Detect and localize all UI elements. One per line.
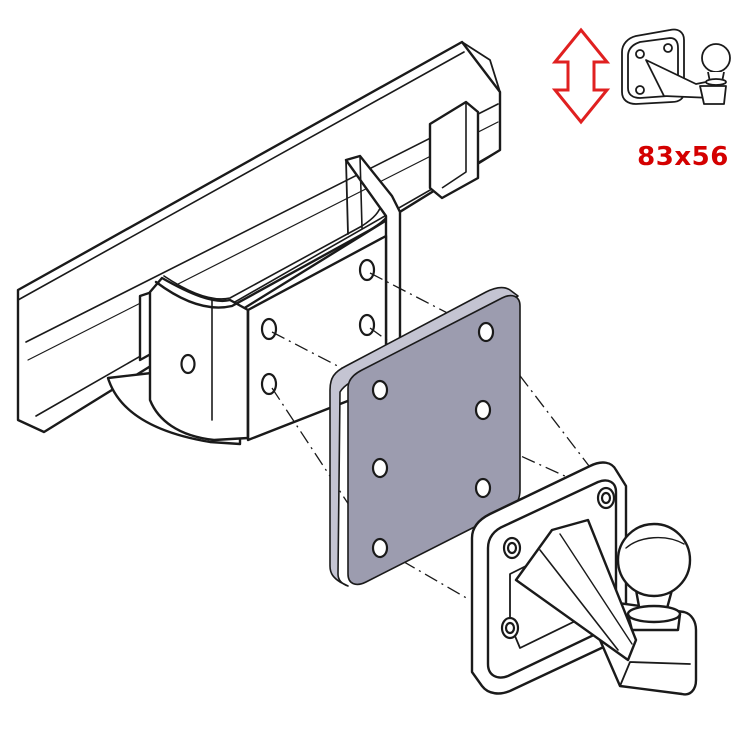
dimension-label: 83x56 <box>637 142 729 172</box>
hitch-bolt-holes <box>500 486 616 640</box>
plate-hole <box>371 537 389 559</box>
double-vertical-arrow-icon <box>551 27 611 125</box>
bracket-hole <box>358 313 376 337</box>
vehicle-frame-crossbar <box>16 40 502 434</box>
plate-hole <box>477 321 495 343</box>
beam-slot <box>428 100 480 200</box>
plate-hole <box>371 379 389 401</box>
tow-ball-hitch <box>470 461 698 696</box>
bracket-hole <box>358 258 376 282</box>
plate-hole <box>474 399 492 421</box>
hitch-hole <box>600 491 612 505</box>
bracket-hole <box>260 317 278 341</box>
hitch-hole <box>504 621 516 635</box>
tow-ball <box>616 522 692 598</box>
bracket-hole <box>180 353 196 375</box>
plate-hole <box>371 457 389 479</box>
hitch-hole <box>506 541 518 555</box>
adapter-plate-holes <box>371 321 495 559</box>
bracket-bolt-holes <box>180 258 376 396</box>
tow-ball-thumbnail-icon <box>621 28 731 105</box>
plate-hole <box>474 477 492 499</box>
adapter-plate-face <box>347 294 521 586</box>
adapter-plate <box>329 286 521 587</box>
